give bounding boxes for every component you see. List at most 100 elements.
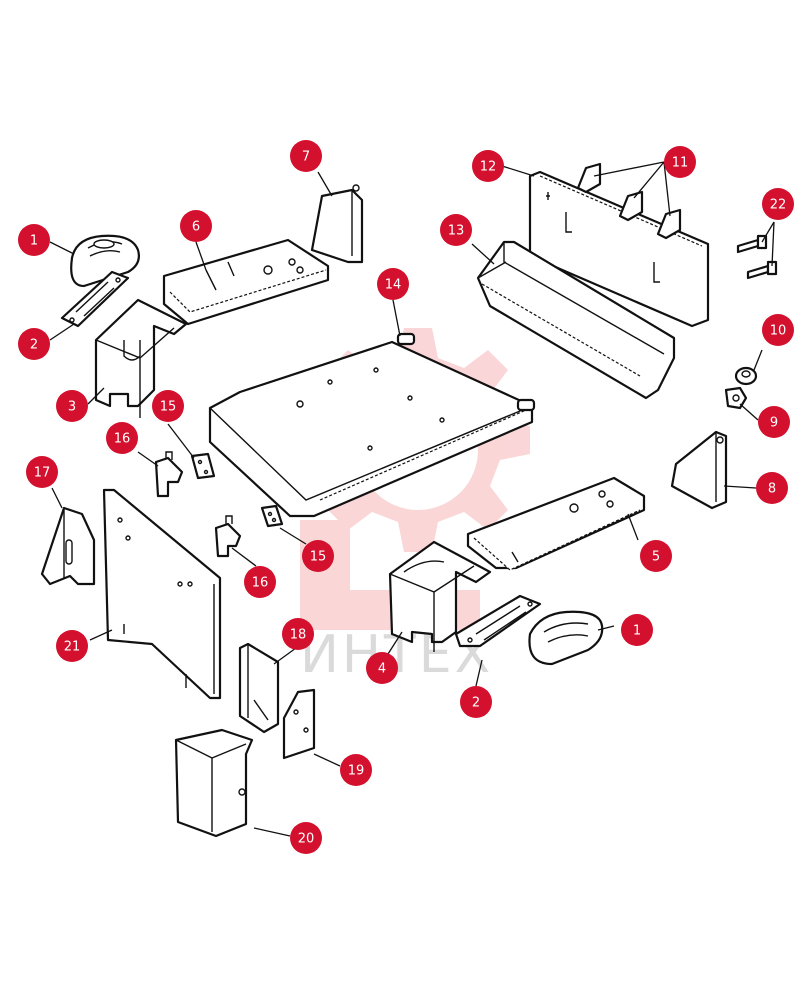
callout-label: 4 — [378, 662, 386, 677]
callout-circle — [290, 822, 322, 854]
callout-label: 6 — [192, 220, 200, 235]
callout-circle — [26, 456, 58, 488]
callout-circle — [460, 686, 492, 718]
callout-13: 13 — [440, 214, 472, 246]
callout-1: 1 — [621, 614, 653, 646]
part-20-housing — [174, 728, 254, 838]
callout-circle — [290, 140, 322, 172]
callout-label: 22 — [770, 198, 787, 213]
callout-label: 17 — [34, 466, 51, 481]
callout-circle — [621, 614, 653, 646]
callout-circle — [244, 566, 276, 598]
callout-circle — [180, 210, 212, 242]
callout-circle — [664, 146, 696, 178]
callout-2: 2 — [18, 328, 50, 360]
callout-circle — [758, 406, 790, 438]
callout-label: 11 — [672, 156, 689, 171]
callout-circle — [56, 390, 88, 422]
part-7-wedge — [310, 184, 364, 264]
part-16-clamp-top — [154, 451, 184, 498]
callout-14: 14 — [377, 268, 409, 300]
callout-circle — [340, 754, 372, 786]
callout-6: 6 — [180, 210, 212, 242]
callout-21: 21 — [56, 630, 88, 662]
part-1-rubber-mount-bottom — [528, 610, 604, 666]
part-11-small-brackets — [576, 162, 682, 240]
leader-lines — [49, 161, 775, 837]
part-13-channel — [476, 240, 676, 400]
callout-circle — [152, 390, 184, 422]
callout-9: 9 — [758, 406, 790, 438]
callout-label: 16 — [114, 432, 131, 447]
callout-label: 16 — [252, 576, 269, 591]
callout-15: 15 — [302, 540, 334, 572]
part-16-clamp-bottom — [214, 515, 242, 558]
callout-label: 15 — [160, 400, 177, 415]
callout-circle — [377, 268, 409, 300]
part-9-clip — [724, 386, 748, 410]
part-22-bolts — [736, 234, 778, 280]
part-18-bracket — [238, 642, 280, 734]
callout-circle — [762, 314, 794, 346]
callout-circle — [18, 328, 50, 360]
callout-label: 3 — [68, 400, 76, 415]
callout-2: 2 — [460, 686, 492, 718]
callout-circle — [756, 472, 788, 504]
callout-label: 15 — [310, 550, 327, 565]
callout-3: 3 — [56, 390, 88, 422]
part-4-bracket — [388, 540, 492, 652]
callout-4: 4 — [366, 652, 398, 684]
callout-label: 14 — [385, 278, 402, 293]
callout-label: 10 — [770, 324, 787, 339]
part-5-channel — [466, 476, 646, 571]
callout-label: 13 — [448, 224, 465, 239]
callout-12: 12 — [472, 150, 504, 182]
part-8-wedge — [670, 430, 728, 510]
callout-11: 11 — [664, 146, 696, 178]
callout-label: 1 — [30, 234, 38, 249]
part-15-small-plate-bottom — [260, 504, 284, 528]
callout-15: 15 — [152, 390, 184, 422]
callout-label: 2 — [472, 696, 480, 711]
callout-18: 18 — [282, 618, 314, 650]
callout-label: 2 — [30, 338, 38, 353]
callout-5: 5 — [640, 540, 672, 572]
callout-label: 20 — [298, 832, 315, 847]
callout-circle — [366, 652, 398, 684]
callout-label: 5 — [652, 550, 660, 565]
callout-17: 17 — [26, 456, 58, 488]
part-3-bracket — [94, 298, 188, 418]
callout-8: 8 — [756, 472, 788, 504]
callout-22: 22 — [762, 188, 794, 220]
part-15-small-plate-top — [190, 452, 216, 480]
callout-circle — [56, 630, 88, 662]
callout-label: 8 — [768, 482, 776, 497]
callout-16: 16 — [244, 566, 276, 598]
callout-1: 1 — [18, 224, 50, 256]
part-6-channel — [162, 238, 330, 326]
callout-label: 7 — [302, 150, 310, 165]
callout-19: 19 — [340, 754, 372, 786]
callout-circle — [282, 618, 314, 650]
callout-circle — [302, 540, 334, 572]
part-17-bracket — [40, 506, 96, 586]
callout-circle — [440, 214, 472, 246]
part-2-plate-bottom — [454, 594, 542, 648]
callout-label: 1 — [633, 624, 641, 639]
part-19-plate — [282, 688, 316, 760]
callout-label: 18 — [290, 628, 307, 643]
callout-circle — [640, 540, 672, 572]
callout-20: 20 — [290, 822, 322, 854]
callout-10: 10 — [762, 314, 794, 346]
callout-label: 21 — [64, 640, 81, 655]
callout-circle — [18, 224, 50, 256]
callout-circle — [762, 188, 794, 220]
part-10-nut — [734, 366, 758, 386]
part-14-platform — [208, 332, 536, 518]
callout-label: 19 — [348, 764, 365, 779]
callout-label: 12 — [480, 160, 497, 175]
callout-circle — [472, 150, 504, 182]
callout-circle — [106, 422, 138, 454]
